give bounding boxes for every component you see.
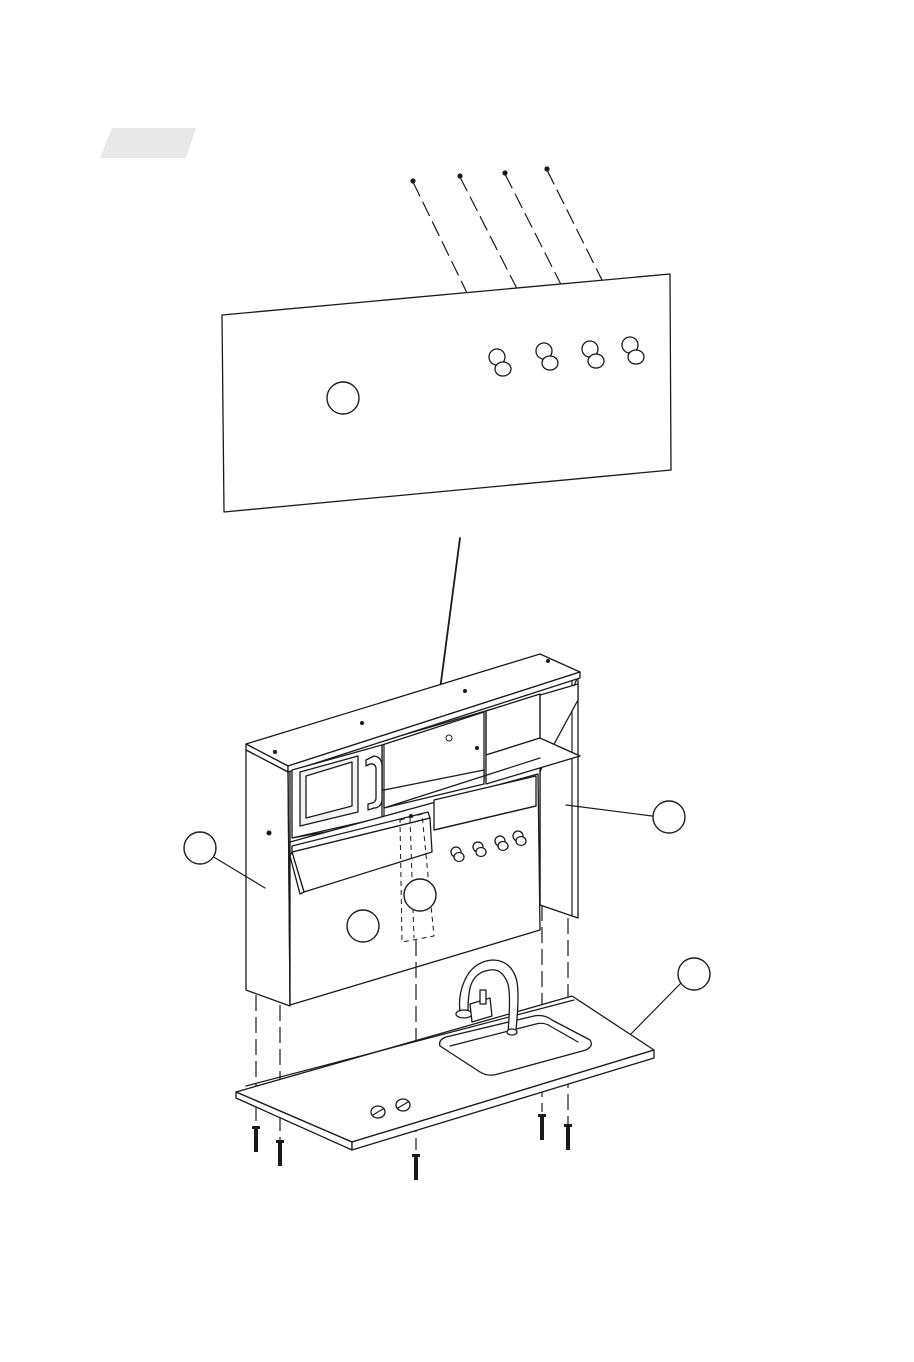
- screw-icon: [252, 1126, 260, 1152]
- callout-back-panel: [327, 382, 359, 414]
- callout-front-panel: [347, 910, 379, 942]
- burner-knob-icon: [396, 1099, 410, 1111]
- burner-knob-icon: [371, 1106, 385, 1118]
- screw-icon: [412, 1154, 420, 1180]
- screw-icon: [564, 1124, 572, 1150]
- callout-right-side: [566, 801, 685, 833]
- callout-countertop: [625, 958, 710, 1040]
- left-side-panel: [246, 750, 290, 1006]
- back-panel: [222, 274, 671, 512]
- step-tag: [100, 128, 196, 158]
- screw-icon: [276, 1140, 284, 1166]
- screw-icon: [538, 1114, 546, 1140]
- callout-center-divider: [404, 879, 436, 911]
- upper-cabinet: [246, 654, 580, 1006]
